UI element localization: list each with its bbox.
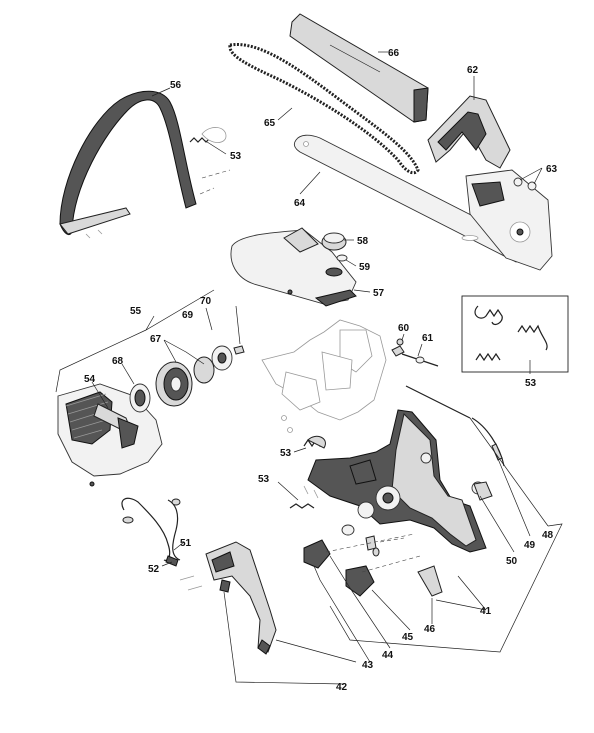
label-66: 66 xyxy=(388,48,400,59)
label-46: 46 xyxy=(424,624,436,635)
label-54: 54 xyxy=(84,374,96,385)
main-housing-rear-handle-part xyxy=(307,409,487,553)
washer-part xyxy=(336,254,348,262)
callout-labels: 66 62 65 64 56 53 63 58 59 57 60 61 55 7… xyxy=(84,48,558,693)
rewind-spring-part xyxy=(155,356,215,407)
bracket-part xyxy=(417,565,443,597)
label-53-low: 53 xyxy=(258,474,270,485)
label-52: 52 xyxy=(148,564,160,575)
label-45: 45 xyxy=(402,632,414,643)
starter-disk-part xyxy=(211,345,233,371)
label-57: 57 xyxy=(373,288,385,299)
top-cover-part xyxy=(230,227,357,307)
label-53-box: 53 xyxy=(525,378,537,389)
label-55: 55 xyxy=(130,306,142,317)
spring-part xyxy=(189,127,227,143)
label-59: 59 xyxy=(359,262,371,273)
throttle-cable-part xyxy=(405,385,505,467)
lower-handle-part xyxy=(179,541,277,655)
screw-part xyxy=(233,345,245,355)
label-67: 67 xyxy=(150,334,162,345)
knobs-part xyxy=(303,524,380,597)
label-58: 58 xyxy=(357,236,369,247)
filter-knob-part xyxy=(473,481,493,501)
label-42: 42 xyxy=(336,682,348,693)
ignition-wire-part xyxy=(121,497,181,567)
front-handle-part xyxy=(59,90,231,239)
label-49: 49 xyxy=(524,540,536,551)
label-65: 65 xyxy=(264,118,276,129)
label-63: 63 xyxy=(546,164,558,175)
label-44: 44 xyxy=(382,650,394,661)
label-69: 69 xyxy=(182,310,194,321)
sprocket-cover-part xyxy=(465,169,553,271)
label-68: 68 xyxy=(112,356,124,367)
saw-chain-part xyxy=(228,42,420,175)
label-53-mid: 53 xyxy=(280,448,292,459)
cap-part xyxy=(321,232,347,251)
label-51: 51 xyxy=(180,538,192,549)
leader-lines xyxy=(55,51,563,685)
small-fittings-part xyxy=(391,338,439,367)
label-48: 48 xyxy=(542,530,554,541)
crankcase-outline xyxy=(261,319,387,433)
chain-brake-handle-part xyxy=(427,95,511,169)
label-43: 43 xyxy=(362,660,374,671)
label-62: 62 xyxy=(467,65,479,76)
label-41: 41 xyxy=(480,606,492,617)
label-60: 60 xyxy=(398,323,410,334)
label-70: 70 xyxy=(200,296,212,307)
label-53-top: 53 xyxy=(230,151,242,162)
label-56: 56 xyxy=(170,80,182,91)
bar-scabbard-part xyxy=(289,13,429,123)
spring-part xyxy=(303,435,326,449)
label-64: 64 xyxy=(294,198,306,209)
starter-pulley-part xyxy=(129,383,151,413)
label-50: 50 xyxy=(506,556,518,567)
label-61: 61 xyxy=(422,333,434,344)
springs-box xyxy=(461,295,569,373)
spring-part xyxy=(289,485,319,509)
